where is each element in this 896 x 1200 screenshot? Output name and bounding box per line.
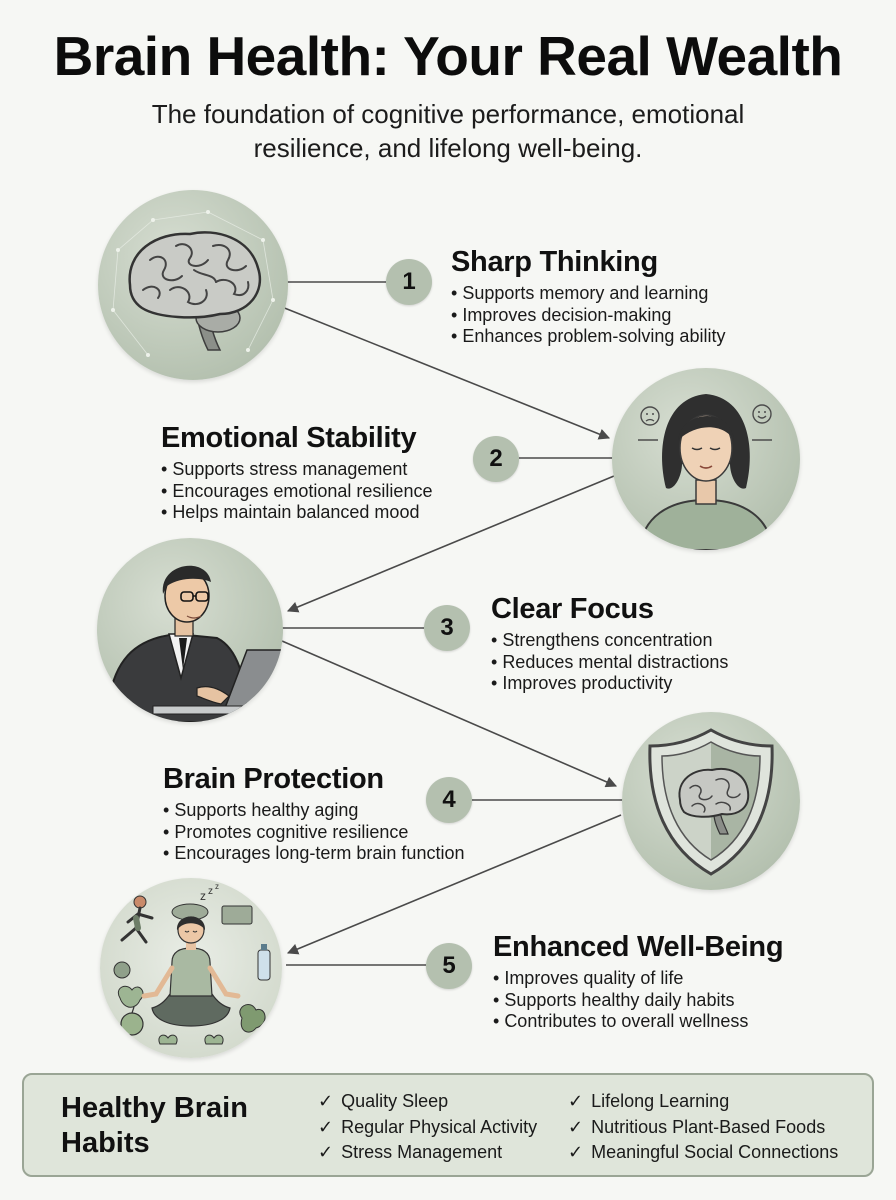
list-item: ✓ Stress Management	[318, 1140, 537, 1166]
brain-icon	[111, 210, 275, 357]
page-subtitle: The foundation of cognitive performance,…	[120, 97, 776, 165]
businessman-illustration	[97, 538, 283, 722]
healthy-lifestyle-icon: z z z	[113, 882, 271, 1045]
svg-text:z: z	[208, 886, 213, 897]
check-icon: ✓	[568, 1116, 584, 1137]
shield-brain-icon	[648, 728, 774, 876]
list-item: ✓ Quality Sleep	[318, 1089, 537, 1115]
list-item: Reduces mental distractions	[491, 652, 728, 674]
list-item: Encourages long-term brain function	[163, 843, 464, 865]
bullet-list: Supports healthy aging Promotes cognitiv…	[163, 800, 464, 865]
check-icon: ✓	[318, 1142, 334, 1162]
check-icon: ✓	[568, 1091, 584, 1111]
connector-1-diagonal	[281, 306, 611, 440]
habit-label: Lifelong Learning	[591, 1091, 730, 1111]
meditating-woman-icon	[638, 394, 774, 550]
habits-title-line-1: Healthy Brain	[61, 1092, 248, 1124]
list-item: Supports memory and learning	[451, 283, 725, 305]
list-item: Promotes cognitive resilience	[163, 822, 464, 844]
section-title: Sharp Thinking	[451, 246, 658, 278]
healthy-habits-panel: Healthy Brain Habits ✓ Quality Sleep ✓ Reg…	[22, 1073, 874, 1177]
section-title: Enhanced Well-Being	[493, 931, 784, 963]
businessman-laptop-icon	[105, 565, 283, 722]
habits-title-line-2: Habits	[61, 1127, 150, 1159]
habit-label: Regular Physical Activity	[341, 1116, 538, 1137]
list-item: Contributes to overall wellness	[493, 1011, 783, 1033]
list-item: Improves quality of life	[493, 968, 783, 990]
connector-4-diagonal	[286, 814, 622, 955]
brain-illustration	[98, 190, 288, 380]
list-item: ✓ Nutritious Plant-Based Foods	[568, 1115, 838, 1141]
habit-label: Quality Sleep	[341, 1091, 449, 1111]
list-item: ✓ Lifelong Learning	[568, 1089, 838, 1115]
habits-column-1: ✓ Quality Sleep ✓ Regular Physical Activit…	[318, 1089, 537, 1166]
shield-illustration	[622, 712, 800, 890]
step-number-5: 5	[426, 943, 472, 989]
check-icon: ✓	[318, 1091, 334, 1111]
subtitle-line-1: The foundation of cognitive performance,…	[151, 99, 745, 129]
habit-label: Stress Management	[341, 1142, 503, 1162]
list-item: Helps maintain balanced mood	[161, 502, 432, 524]
wellbeing-illustration: z z z	[100, 878, 282, 1058]
bullet-list: Strengthens concentration Reduces mental…	[491, 630, 728, 695]
list-item: ✓ Meaningful Social Connections	[568, 1140, 838, 1166]
check-icon: ✓	[568, 1142, 584, 1162]
section-clear-focus: Clear Focus Strengthens concentration Re…	[491, 593, 728, 695]
list-item: Supports stress management	[161, 459, 432, 481]
habit-label: Meaningful Social Connections	[591, 1142, 839, 1162]
connector-3-diagonal	[281, 640, 618, 788]
bullet-list: Supports stress management Encourages em…	[161, 459, 432, 524]
list-item: Supports healthy aging	[163, 800, 464, 822]
page-title: Brain Health: Your Real Wealth	[53, 25, 843, 87]
connector-2-diagonal	[286, 475, 615, 613]
list-item: Encourages emotional resilience	[161, 481, 432, 503]
step-number-2: 2	[473, 436, 519, 482]
subtitle-line-2: resilience, and lifelong well-being.	[253, 133, 643, 163]
bullet-list: Improves quality of life Supports health…	[493, 968, 783, 1033]
list-item: Improves decision-making	[451, 305, 725, 327]
habits-title: Healthy Brain Habits	[61, 1091, 301, 1161]
section-title: Emotional Stability	[161, 422, 417, 454]
habits-column-2: ✓ Lifelong Learning ✓ Nutritious Plant-Bas…	[568, 1089, 838, 1166]
step-number-1: 1	[386, 259, 432, 305]
svg-text:z: z	[200, 889, 206, 903]
section-sharp-thinking: Sharp Thinking Supports memory and learn…	[451, 246, 725, 348]
bullet-list: Supports memory and learning Improves de…	[451, 283, 725, 348]
list-item: Supports healthy daily habits	[493, 990, 783, 1012]
list-item: Improves productivity	[491, 673, 728, 695]
svg-text:z: z	[215, 882, 219, 891]
section-title: Brain Protection	[163, 763, 384, 795]
check-icon: ✓	[318, 1116, 334, 1137]
habit-label: Nutritious Plant-Based Foods	[591, 1116, 826, 1137]
list-item: Strengthens concentration	[491, 630, 728, 652]
list-item: Enhances problem-solving ability	[451, 326, 725, 348]
step-number-3: 3	[424, 605, 470, 651]
calm-woman-illustration	[612, 368, 800, 550]
list-item: ✓ Regular Physical Activity	[318, 1115, 537, 1141]
section-emotional-stability: Emotional Stability Supports stress mana…	[161, 422, 432, 524]
section-brain-protection: Brain Protection Supports healthy aging …	[163, 763, 464, 865]
section-title: Clear Focus	[491, 593, 654, 625]
section-enhanced-well-being: Enhanced Well-Being Improves quality of …	[493, 931, 784, 1033]
